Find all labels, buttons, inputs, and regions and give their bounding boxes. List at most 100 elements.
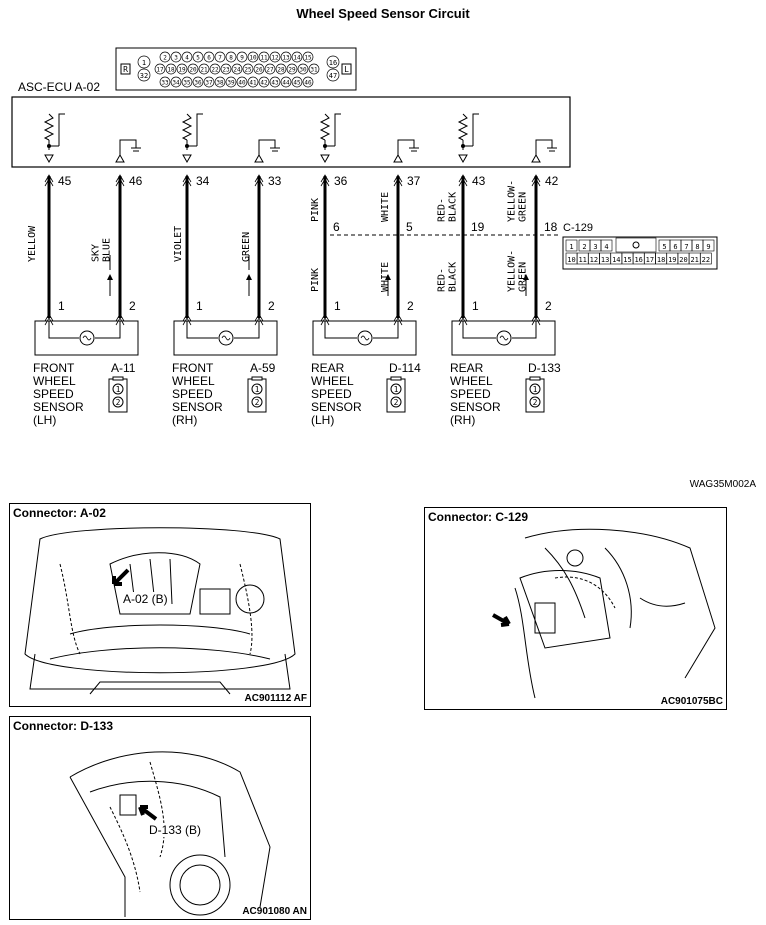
sensor-pin-label: 2: [545, 299, 552, 313]
wire-color-label: BLACK: [448, 192, 459, 222]
ecu-pin-hole: [225, 51, 237, 63]
ecu-pin-number: 25: [244, 67, 252, 74]
ecu-pin-hole: [181, 51, 193, 63]
ecu-pin-number: 18: [167, 67, 175, 74]
ecu-pin-number: 43: [271, 80, 279, 87]
ecu-pin-label: 36: [334, 174, 348, 188]
wire-color-label: SKY: [91, 244, 102, 262]
ecu-pin-hole: [280, 76, 292, 88]
ecu-pin-number: 14: [293, 55, 301, 62]
c129-pin: 10: [567, 256, 575, 264]
ecu-pin-hole: [297, 63, 309, 75]
wire-color-label: YELLOW-: [507, 180, 518, 222]
ecu-side-right: L: [344, 65, 349, 74]
c129-pin: 5: [662, 243, 666, 251]
ecu-pin-hole: [258, 76, 270, 88]
wire-color-label: WHITE: [380, 262, 391, 292]
ecu-pin-label: 46: [129, 174, 143, 188]
photo-callout: D-133 (B): [149, 823, 202, 837]
ecu-side-left: R: [123, 65, 128, 74]
wire-color-label: PINK: [310, 268, 321, 292]
ecu-pin-hole: [258, 51, 270, 63]
c129-pin: 17: [646, 256, 654, 264]
ecu-pin-number: 16: [329, 59, 337, 67]
ecu-pin-number: 13: [282, 55, 290, 62]
ecu-pin-number: 2: [163, 55, 167, 62]
ecu-box: [11, 96, 571, 168]
ecu-pin-number: 15: [304, 55, 312, 62]
ecu-pullup-circuit: [457, 113, 479, 164]
ecu-label: ASC-ECU A-02: [18, 80, 100, 94]
c129-pin: 13: [601, 256, 609, 264]
ecu-pin-number: 40: [238, 80, 246, 87]
c129-pin: 11: [578, 256, 586, 264]
ecu-pin-number: 17: [156, 67, 164, 74]
sensor-name-line: (RH): [450, 413, 475, 427]
sensor-connector-label: D-133: [528, 361, 561, 375]
ecu-pin-number: 27: [266, 67, 274, 74]
photo-code: AC901112 AF: [244, 693, 307, 704]
ecu-ground-circuit: [393, 139, 419, 163]
engine-bay-illustration: [24, 527, 296, 695]
ecu-pin-number: 19: [178, 67, 186, 74]
sensor-name-line: SENSOR: [172, 400, 223, 414]
ecu-pin-number: 8: [229, 55, 233, 62]
wire-color-label: VIOLET: [173, 226, 184, 262]
ecu-pin-number: 4: [185, 55, 189, 62]
sensor-name-line: (LH): [33, 413, 56, 427]
c129-pin: 8: [695, 243, 699, 251]
ecu-ground-circuit: [115, 139, 141, 163]
sensor-connector-pin: 2: [116, 398, 121, 407]
c129-pin-label: 5: [406, 220, 413, 234]
ecu-pin-number: 3: [174, 55, 178, 62]
c129-pin: 7: [684, 243, 688, 251]
sensor-name-line: (RH): [172, 413, 197, 427]
sensor-name-line: SPEED: [311, 387, 352, 401]
wire: [320, 174, 330, 326]
ecu-pin-hole: [302, 51, 314, 63]
sensor-name-line: SPEED: [33, 387, 74, 401]
sensor-name-line: (LH): [311, 413, 334, 427]
sensor-connector-pin: 2: [533, 398, 538, 407]
sensor-name-line: WHEEL: [172, 374, 215, 388]
ecu-pin-hole: [236, 76, 248, 88]
ecu-pin-hole: [159, 76, 171, 88]
ecu-pin-hole: [286, 63, 298, 75]
sensor-pin-label: 1: [334, 299, 341, 313]
ecu-pin-hole: [220, 63, 232, 75]
ecu-pin-hole: [203, 76, 215, 88]
ecu-pin-hole: [302, 76, 314, 88]
wire-color-label: BLUE: [102, 238, 113, 262]
wire: [254, 174, 264, 326]
ecu-ground-circuit: [531, 139, 557, 163]
sensor-connector-pin: 1: [533, 385, 538, 394]
ecu-pin-number: 34: [172, 80, 180, 87]
ecu-pin-number: 33: [161, 80, 169, 87]
sensor-connector-pin: 2: [255, 398, 260, 407]
arrow-icon: [138, 805, 158, 821]
ecu-pin-hole: [170, 51, 182, 63]
ecu-pin-number: 35: [183, 80, 191, 87]
ecu-pin-hole: [154, 63, 166, 75]
ecu-pin-hole: [326, 55, 340, 69]
sensor-name-line: SPEED: [450, 387, 491, 401]
sensor-connector-pin: 1: [255, 385, 260, 394]
ecu-pin-hole: [165, 63, 177, 75]
ecu-pin-number: 46: [304, 80, 312, 87]
c129-pin-label: 19: [471, 220, 485, 234]
ecu-pin-hole: [264, 63, 276, 75]
sensor-coil-icon: [218, 330, 234, 346]
sensor-coil-icon: [357, 330, 373, 346]
sensor-name-line: SENSOR: [33, 400, 84, 414]
ecu-pin-number: 41: [249, 80, 257, 87]
sensor-name-line: FRONT: [33, 361, 75, 375]
wire-color-label: YELLOW-: [507, 250, 518, 292]
sensor-name-line: FRONT: [172, 361, 214, 375]
photo-code: AC901075BC: [660, 696, 723, 707]
wire-color-label: WHITE: [380, 192, 391, 222]
ecu-pin-hole: [209, 63, 221, 75]
ecu-pin-hole: [291, 76, 303, 88]
sensor-coil-icon: [79, 330, 95, 346]
